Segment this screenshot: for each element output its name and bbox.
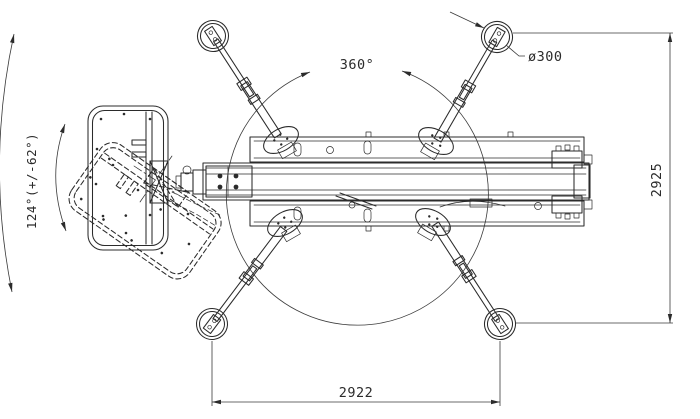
dim-label-360: 360° (340, 57, 375, 73)
dimension-vertical-2925: 2925 (513, 32, 673, 324)
dim-label-d300: ø300 (528, 49, 563, 65)
dimension-foot-diameter: ø300 (449, 11, 563, 65)
dim-label-2922: 2922 (339, 385, 374, 401)
outrigger-top-left (191, 14, 307, 165)
outrigger-top-right (410, 15, 519, 166)
swing-circle (225, 70, 489, 326)
dim-label-platform-rotation: 124°(+/-62°) (24, 133, 39, 229)
dim-label-2925: 2925 (649, 163, 665, 198)
dimension-horizontal-2922: 2922 (211, 341, 501, 406)
platform-basket (87, 105, 223, 251)
machine-chassis (175, 131, 593, 232)
outrigger-bottom-right (407, 202, 522, 346)
platform-rotation-arc (0, 33, 67, 293)
